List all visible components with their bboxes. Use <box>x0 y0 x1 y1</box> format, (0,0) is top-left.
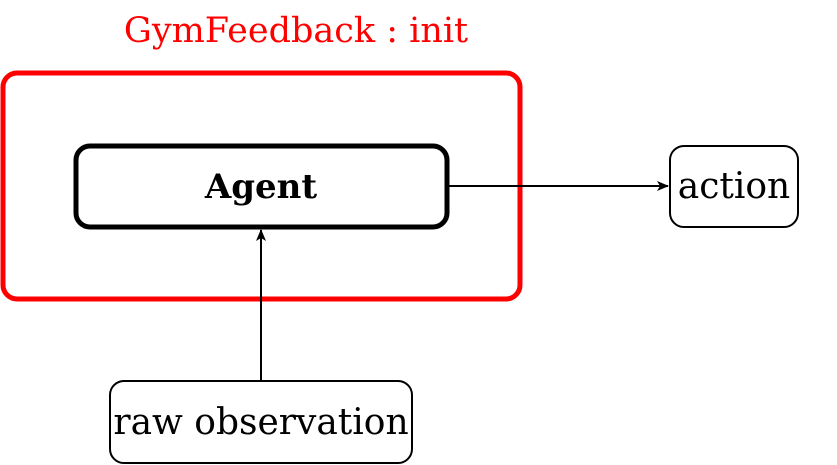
raw-observation-label: raw observation <box>113 402 408 443</box>
action-box <box>669 145 799 228</box>
group-title: GymFeedback : init <box>124 11 468 51</box>
action-label: action <box>678 166 790 207</box>
raw-observation-node: raw observation <box>109 380 413 464</box>
agent-node: Agent <box>73 143 450 230</box>
agent-label: Agent <box>204 167 318 207</box>
agent-box <box>73 143 450 230</box>
action-node: action <box>669 145 799 228</box>
raw-observation-box <box>109 380 413 464</box>
